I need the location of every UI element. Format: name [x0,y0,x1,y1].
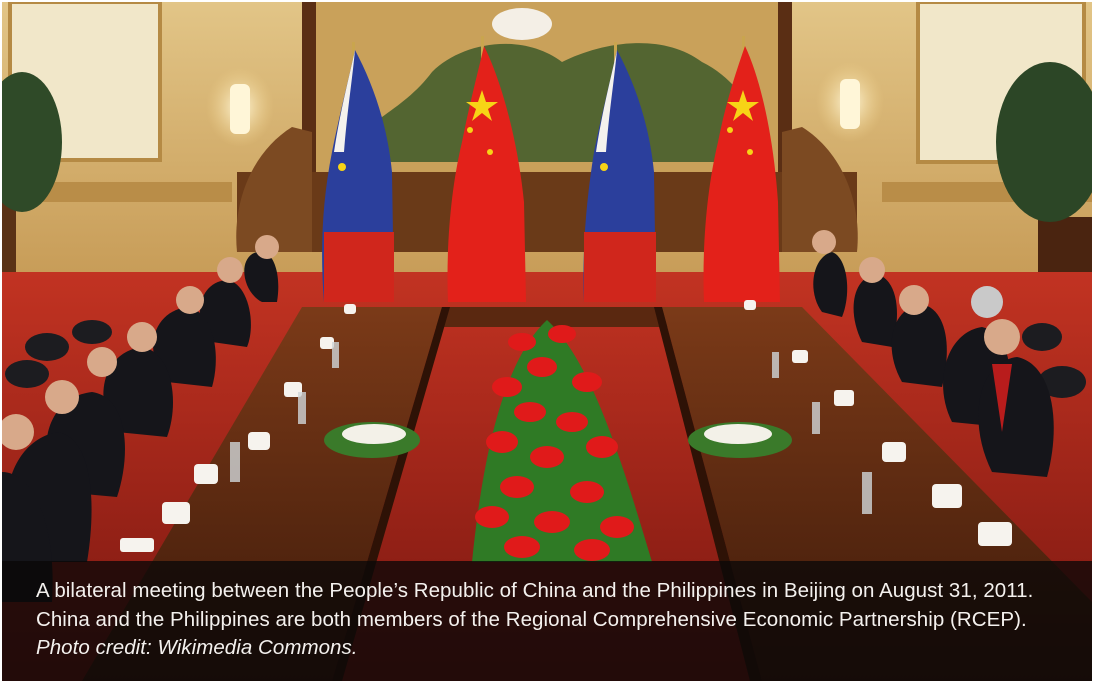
philippine-flag-left [322,42,394,302]
left-table-flowers-white [342,424,406,444]
carved-screen-right-wing [782,127,858,252]
left-table-tableware [120,304,356,552]
central-flower-arrangement [472,320,652,562]
philippine-delegation [812,230,1054,477]
right-table-tableware [744,300,1012,546]
left-chairs [5,320,112,388]
carved-screen-left-wing [236,127,312,252]
philippine-flag-right [583,42,656,302]
caption-text: A bilateral meeting between the People’s… [36,577,1062,663]
right-chairs [1022,323,1086,398]
head-table [397,307,707,327]
wall-lamp-left-shade [230,84,250,134]
chinese-flag-right [703,36,780,302]
chinese-flag-left [447,36,526,302]
painting-pine-tree [332,43,772,162]
caption-photo-credit: Photo credit: Wikimedia Commons. [36,636,358,659]
planter-right [1038,217,1092,279]
chinese-delegation [2,235,279,602]
right-table-flowers-white [704,424,772,444]
bonsai-right [996,62,1092,222]
planter-left [2,202,16,282]
bonsai-left [2,72,62,212]
photo-caption: A bilateral meeting between the People’s… [2,561,1092,681]
wall-lamp-right-shade [840,79,860,129]
caption-description: A bilateral meeting between the People’s… [36,579,1034,631]
painting-crane [492,8,552,40]
wall-molding-left [2,182,232,202]
